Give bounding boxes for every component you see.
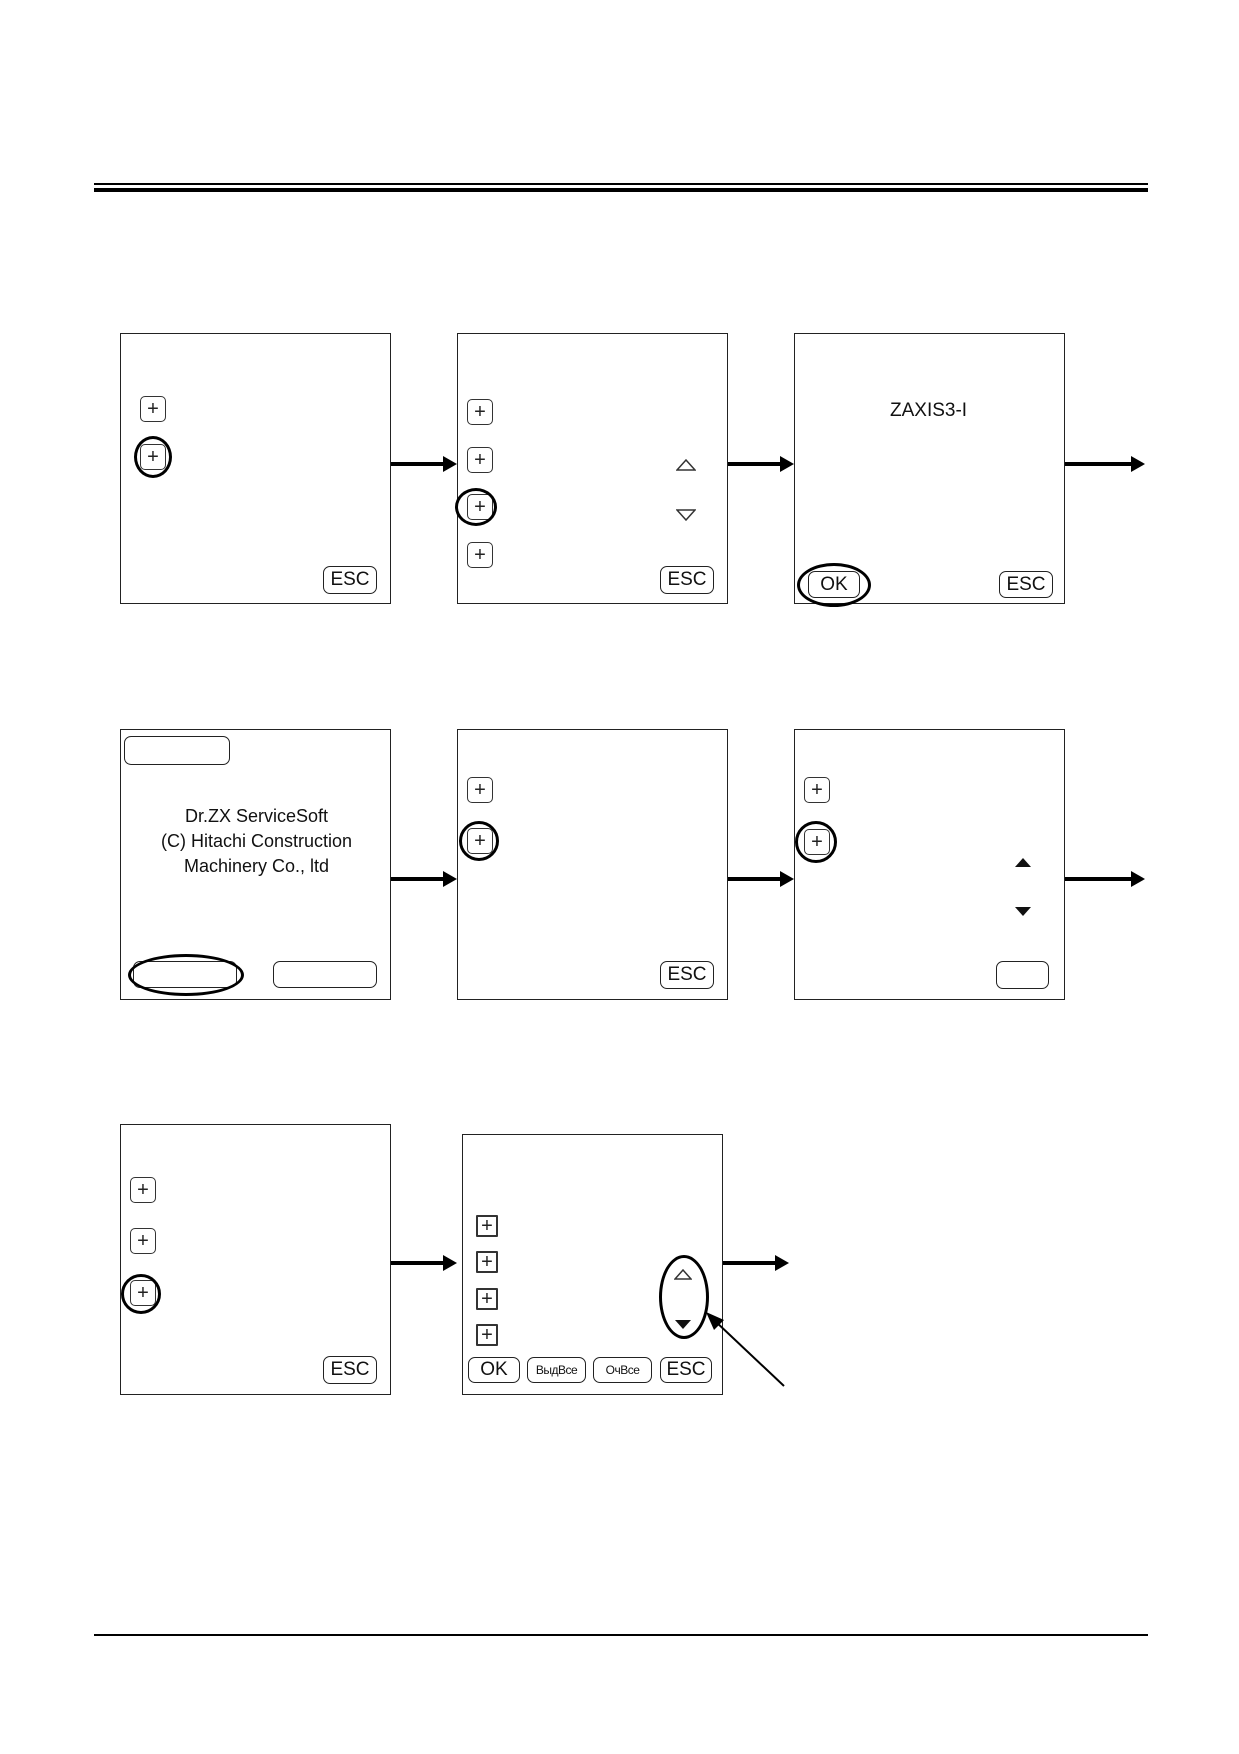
arrow-right-icon <box>728 871 794 887</box>
pointer-arrow-icon <box>706 1312 785 1387</box>
screen-3: ZAXIS3-I OK ESC <box>794 333 1065 607</box>
bottom-left-button[interactable] <box>133 961 237 988</box>
plus-icon[interactable]: + <box>467 542 493 568</box>
clear-all-button[interactable]: ОчВсе <box>593 1357 652 1383</box>
esc-button[interactable]: ESC <box>323 1356 377 1384</box>
plus-icon[interactable]: + <box>467 828 493 854</box>
model-label: ZAXIS3-I <box>890 400 968 421</box>
screen-4: Dr.ZX ServiceSoft (C) Hitachi Constructi… <box>120 729 391 1000</box>
plus-icon[interactable]: + <box>804 829 830 855</box>
screen-1: + + ESC <box>120 333 391 604</box>
plus-icon[interactable]: + <box>476 1251 498 1273</box>
arrow-right-icon <box>391 871 457 887</box>
arrow-right-icon <box>723 1255 789 1271</box>
screen-2: + + + + ESC <box>455 333 728 604</box>
app-title-line-2: (C) Hitachi Construction <box>160 831 353 851</box>
screen-5: + + ESC <box>457 729 728 1000</box>
triangle-up-outline-icon[interactable] <box>676 459 696 471</box>
bottom-right-button[interactable] <box>273 961 377 988</box>
select-all-button[interactable]: ВыдВсе <box>527 1357 586 1383</box>
bottom-right-button[interactable] <box>996 961 1049 989</box>
header-rule-thick <box>94 188 1148 192</box>
top-left-button[interactable] <box>124 736 230 765</box>
triangle-down-filled-icon[interactable] <box>674 1319 692 1330</box>
plus-icon[interactable]: + <box>140 444 166 470</box>
ok-button[interactable]: OK <box>468 1357 520 1383</box>
plus-icon[interactable]: + <box>467 447 493 473</box>
screen-6: + + <box>794 729 1065 1000</box>
ok-button[interactable]: OK <box>808 571 860 598</box>
triangle-up-filled-icon[interactable] <box>1014 857 1032 868</box>
esc-button[interactable]: ESC <box>660 566 714 594</box>
triangle-down-outline-icon[interactable] <box>676 509 696 521</box>
esc-button[interactable]: ESC <box>660 1357 712 1383</box>
plus-icon[interactable]: + <box>476 1288 498 1310</box>
footer-rule <box>94 1634 1148 1636</box>
plus-icon[interactable]: + <box>476 1324 498 1346</box>
screen-8: + + + + OK ВыдВсе ОчВсе ESC <box>462 1134 723 1395</box>
arrow-right-icon <box>391 456 457 472</box>
plus-icon[interactable]: + <box>130 1280 156 1306</box>
plus-icon[interactable]: + <box>467 399 493 425</box>
arrow-right-icon <box>1065 456 1145 472</box>
esc-button[interactable]: ESC <box>323 566 377 594</box>
arrow-right-icon <box>1065 871 1145 887</box>
arrow-right-icon <box>728 456 794 472</box>
arrow-right-icon <box>391 1255 457 1271</box>
plus-icon[interactable]: + <box>130 1228 156 1254</box>
plus-icon[interactable]: + <box>467 494 493 520</box>
triangle-down-filled-icon[interactable] <box>1014 906 1032 917</box>
plus-icon[interactable]: + <box>467 777 493 803</box>
esc-button[interactable]: ESC <box>660 961 714 989</box>
plus-icon[interactable]: + <box>476 1215 498 1237</box>
header-rule-thin <box>94 183 1148 185</box>
app-title-line-1: Dr.ZX ServiceSoft <box>184 806 329 826</box>
triangle-up-outline-icon[interactable] <box>674 1269 692 1280</box>
app-title-line-3: Machinery Co., ltd <box>183 856 330 876</box>
plus-icon[interactable]: + <box>130 1177 156 1203</box>
plus-icon[interactable]: + <box>140 396 166 422</box>
screen-7: + + + ESC <box>120 1124 391 1395</box>
esc-button[interactable]: ESC <box>999 571 1053 598</box>
plus-icon[interactable]: + <box>804 777 830 803</box>
